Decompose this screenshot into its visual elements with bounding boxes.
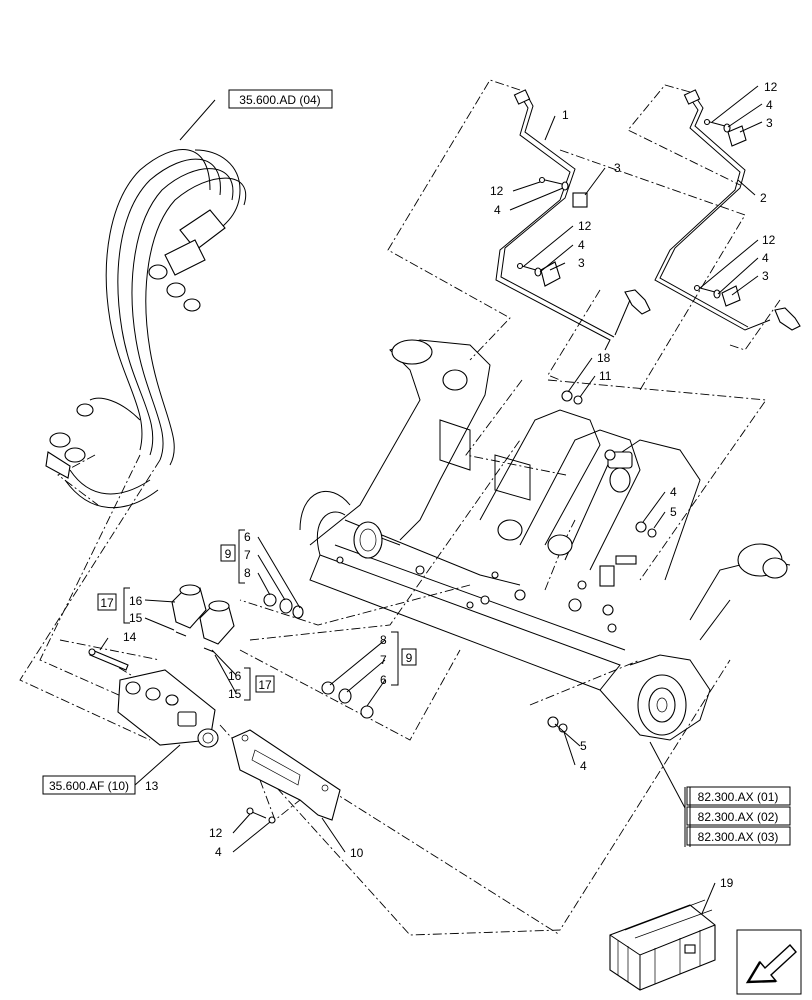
reference-label: 35.600.AD (04) xyxy=(239,93,320,107)
callout: 3 xyxy=(762,269,769,283)
reference-label: 82.300.AX (02) xyxy=(698,810,779,824)
callout: 12 xyxy=(762,233,776,247)
callout: 3 xyxy=(578,256,585,270)
washer-set-lower xyxy=(321,681,374,719)
callout: 12 xyxy=(578,219,592,233)
callout: 13 xyxy=(145,779,159,793)
callout: 5 xyxy=(580,739,587,753)
callout: 10 xyxy=(350,846,364,860)
reference-box-frame-2[interactable]: 82.300.AX (02) xyxy=(686,806,791,826)
callout: 15 xyxy=(129,611,143,625)
callout: 12 xyxy=(490,184,504,198)
callout-numbers: 1 2 12 4 3 12 4 3 12 4 3 12 4 3 18 11 4 … xyxy=(123,80,778,890)
callout: 1 xyxy=(562,108,569,122)
callout: 3 xyxy=(766,116,773,130)
callout: 12 xyxy=(764,80,778,94)
callout: 16 xyxy=(228,669,242,683)
kit-box-9-upper[interactable]: 9 xyxy=(220,544,236,562)
reference-box-hose[interactable]: 35.600.AD (04) xyxy=(228,89,333,109)
kit-bracket xyxy=(244,667,251,701)
callout: 2 xyxy=(760,191,767,205)
callout: 6 xyxy=(380,673,387,687)
assembly-lines xyxy=(19,79,781,936)
quick-coupling-fittings xyxy=(171,584,235,653)
callout: 4 xyxy=(670,485,677,499)
valve-block xyxy=(117,669,219,748)
callout: 4 xyxy=(762,251,769,265)
callout: 4 xyxy=(580,759,587,773)
svg-text:17: 17 xyxy=(258,678,272,692)
coupler-frame xyxy=(299,339,791,741)
callout: 14 xyxy=(123,630,137,644)
callout: 19 xyxy=(720,876,734,890)
callout: 12 xyxy=(209,826,223,840)
reference-label: 82.300.AX (01) xyxy=(698,790,779,804)
kit-bracket xyxy=(123,587,130,624)
kit-box-9-lower[interactable]: 9 xyxy=(401,648,417,666)
reference-box-valve[interactable]: 35.600.AF (10) xyxy=(42,775,136,795)
callout: 7 xyxy=(380,653,387,667)
reference-label: 35.600.AF (10) xyxy=(49,779,129,793)
callout: 11 xyxy=(599,369,612,383)
callout: 7 xyxy=(244,548,251,562)
view-direction-arrow-icon xyxy=(736,929,802,995)
callout: 8 xyxy=(244,566,251,580)
kit-bracket xyxy=(238,529,245,584)
plate-bolts xyxy=(246,807,276,824)
kit-box-17-right[interactable]: 17 xyxy=(255,675,275,693)
hydraulic-tube-1 xyxy=(495,89,651,351)
callout: 5 xyxy=(670,505,677,519)
crate-icon xyxy=(609,899,716,991)
callout: 15 xyxy=(228,687,242,701)
callout: 3 xyxy=(614,161,621,175)
stud-bolt xyxy=(88,648,129,671)
callout: 4 xyxy=(494,203,501,217)
kit-bracket xyxy=(391,631,399,686)
hydraulic-tube-2 xyxy=(654,89,801,331)
hydraulic-hose-bundle xyxy=(45,149,247,509)
callout: 4 xyxy=(766,98,773,112)
kit-box-17-left[interactable]: 17 xyxy=(97,593,117,611)
svg-text:9: 9 xyxy=(225,547,232,561)
svg-text:9: 9 xyxy=(406,651,413,665)
callout: 4 xyxy=(578,238,585,252)
callout: 18 xyxy=(597,351,611,365)
callout: 16 xyxy=(129,594,143,608)
washer-set-upper xyxy=(263,593,304,619)
callout: 6 xyxy=(244,530,251,544)
svg-text:17: 17 xyxy=(100,596,114,610)
reference-box-frame-3[interactable]: 82.300.AX (03) xyxy=(686,826,791,846)
mounting-plate xyxy=(231,729,341,821)
small-fasteners xyxy=(547,390,657,733)
callout: 8 xyxy=(380,633,387,647)
reference-label: 82.300.AX (03) xyxy=(698,830,779,844)
leader-lines xyxy=(99,85,763,931)
reference-box-frame-1[interactable]: 82.300.AX (01) xyxy=(686,786,791,806)
callout: 4 xyxy=(215,845,222,859)
